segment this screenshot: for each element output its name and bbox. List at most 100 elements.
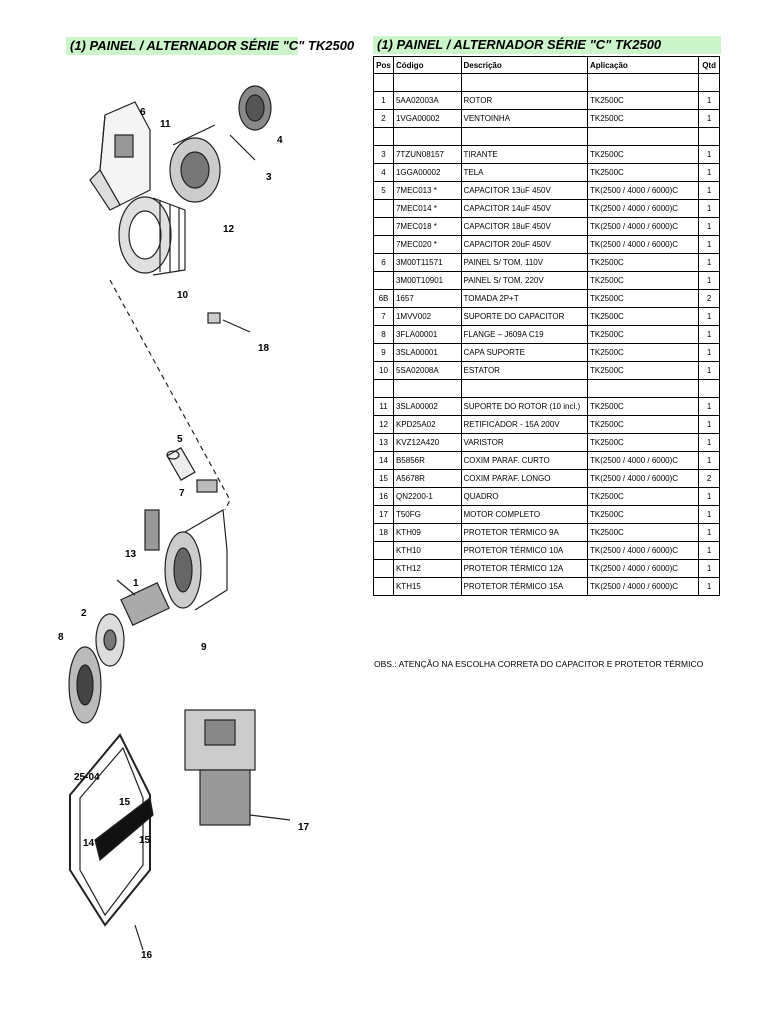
cell-qtd: 1 [698, 109, 720, 128]
cell-codigo: 1GGA00002 [392, 163, 462, 182]
cell-codigo: 5AA02003A [392, 91, 462, 110]
cell-codigo: 1VGA00002 [392, 109, 462, 128]
cell-aplicacao: TK(2500 / 4000 / 6000)C [586, 451, 700, 470]
assembly-dashed-line [109, 279, 231, 511]
cell-descricao: VARISTOR [460, 433, 588, 452]
cell-qtd: 1 [698, 487, 720, 506]
cell-pos [373, 235, 394, 254]
cell-aplicacao [586, 127, 700, 146]
cell-aplicacao: TK2500C [586, 109, 700, 128]
cell-descricao [460, 73, 588, 92]
cell-pos [373, 379, 394, 398]
cell-qtd: 1 [698, 559, 720, 578]
cell-codigo [392, 379, 462, 398]
cell-codigo: KTH09 [392, 523, 462, 542]
cell-qtd: 1 [698, 217, 720, 236]
callout-label: 15 [119, 797, 131, 808]
cell-codigo: 7MEC013 * [392, 181, 462, 200]
cell-qtd: 1 [698, 577, 720, 596]
callout-label: 8 [58, 632, 64, 643]
cell-codigo: KTH10 [392, 541, 462, 560]
cell-aplicacao: TK2500C [586, 433, 700, 452]
callout-label: 6 [140, 107, 146, 118]
cell-pos: 1 [373, 91, 394, 110]
cell-descricao: ESTATOR [460, 361, 588, 380]
cell-aplicacao [586, 73, 700, 92]
cell-descricao: RETIFICADOR - 15A 200V [460, 415, 588, 434]
cell-descricao: PAINEL S/ TOM. 220V [460, 271, 588, 290]
cell-aplicacao: TK2500C [586, 523, 700, 542]
cell-qtd: 1 [698, 325, 720, 344]
cell-codigo: KPD25A02 [392, 415, 462, 434]
cell-pos: 17 [373, 505, 394, 524]
cell-aplicacao: TK(2500 / 4000 / 6000)C [586, 559, 700, 578]
callout-label: 13 [125, 549, 137, 560]
cell-descricao: FLANGE – J609A C19 [460, 325, 588, 344]
cell-qtd: 1 [698, 523, 720, 542]
cell-qtd: 1 [698, 415, 720, 434]
fan-drawing [95, 613, 125, 667]
cell-qtd: 1 [698, 541, 720, 560]
cell-codigo: QN2200-1 [392, 487, 462, 506]
cell-qtd: 1 [698, 397, 720, 416]
cell-aplicacao: TK2500C [586, 145, 700, 164]
cell-codigo: 3M00T11571 [392, 253, 462, 272]
cell-aplicacao: TK(2500 / 4000 / 6000)C [586, 577, 700, 596]
cell-aplicacao: TK2500C [586, 271, 700, 290]
table-row [373, 127, 720, 146]
cell-codigo: 1657 [392, 289, 462, 308]
cell-codigo: 7MEC014 * [392, 199, 462, 218]
cell-aplicacao: TK2500C [586, 361, 700, 380]
cell-pos: 15 [373, 469, 394, 488]
cell-pos: 12 [373, 415, 394, 434]
cell-aplicacao: TK(2500 / 4000 / 6000)C [586, 235, 700, 254]
cell-qtd: 1 [698, 361, 720, 380]
cell-pos [373, 541, 394, 560]
cell-aplicacao: TK(2500 / 4000 / 6000)C [586, 181, 700, 200]
cell-aplicacao [586, 379, 700, 398]
cell-codigo: A5678R [392, 469, 462, 488]
cell-aplicacao: TK(2500 / 4000 / 6000)C [586, 217, 700, 236]
cell-descricao: COXIM PARAF. LONGO [460, 469, 588, 488]
callout-label: 17 [298, 822, 310, 833]
cell-descricao: VENTOINHA [460, 109, 588, 128]
callout-label: 16 [141, 950, 153, 961]
capacitor-support-drawing [196, 479, 218, 493]
callout-label: 3 [266, 172, 272, 183]
cell-pos: 13 [373, 433, 394, 452]
callout-label: 10 [177, 290, 189, 301]
cell-qtd [698, 73, 720, 92]
cell-pos [373, 271, 394, 290]
rotor-support-drawing [169, 124, 221, 203]
cell-qtd: 1 [698, 505, 720, 524]
cell-codigo: 7MEC018 * [392, 217, 462, 236]
callout-label: 15 [139, 835, 151, 846]
cell-descricao [460, 127, 588, 146]
cell-descricao [460, 379, 588, 398]
housing-drawing [164, 509, 228, 611]
cell-pos [373, 127, 394, 146]
cell-qtd: 1 [698, 253, 720, 272]
cell-codigo: T50FG [392, 505, 462, 524]
cell-pos: 14 [373, 451, 394, 470]
varistor-drawing [144, 509, 160, 551]
cell-descricao: CAPA SUPORTE [460, 343, 588, 362]
table-title: (1) PAINEL / ALTERNADOR SÉRIE "C" TK2500 [373, 36, 721, 54]
cell-descricao: PROTETOR TÉRMICO 15A [460, 577, 588, 596]
table-header-row: Pos Código Descrição Aplicação Qtd [373, 56, 720, 74]
cell-pos [373, 577, 394, 596]
capacitor-drawing [166, 447, 196, 481]
cell-qtd: 1 [698, 181, 720, 200]
